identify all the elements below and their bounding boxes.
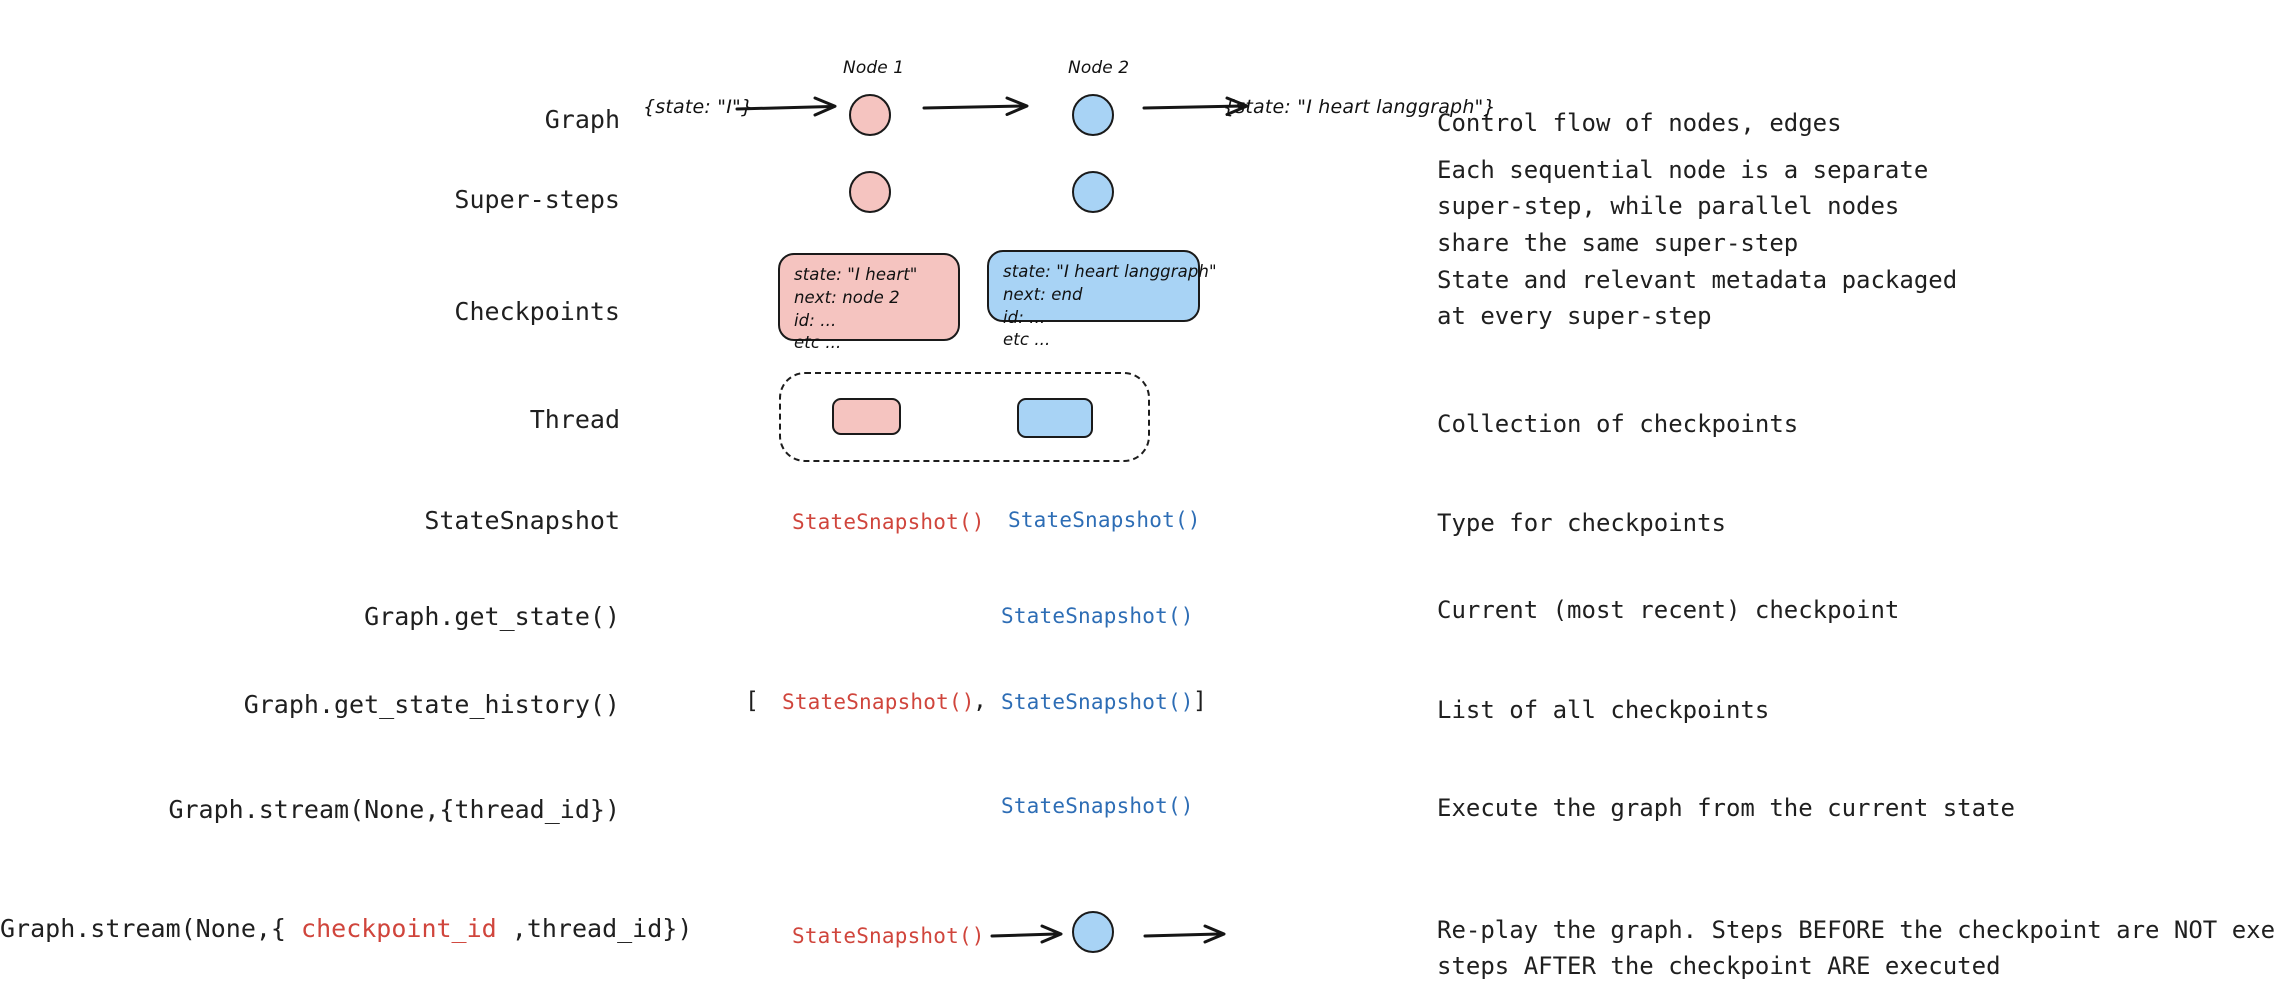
- graph-node-1-circle: [849, 94, 891, 136]
- checkpoint-blue-text: state: "I heart langgraph" next: end id: .…: [1003, 261, 1217, 352]
- stream-thread-snapshot-token: StateSnapshot(): [1001, 794, 1194, 818]
- history-snapshot-blue: StateSnapshot(): [1001, 690, 1194, 714]
- row-desc-stream-thread: Execute the graph from the current state: [1437, 794, 2015, 822]
- stream-label-suffix: ,thread_id}): [511, 914, 693, 943]
- stream-label-prefix: Graph.stream(None,{: [0, 914, 286, 943]
- history-bracket-close: ]: [1193, 688, 1207, 714]
- checkpoint-pink-line1: state: "I heart": [794, 265, 918, 284]
- replay-arrow-1: [990, 924, 1063, 944]
- row-label-stream-thread: Graph.stream(None,{thread_id}): [168, 795, 620, 824]
- checkpoint-blue-line2: next: end: [1003, 284, 1083, 304]
- row-label-stream-checkpoint: Graph.stream(None,{ checkpoint_id ,threa…: [0, 914, 692, 943]
- checkpoint-pink-line2: next: node 2: [794, 287, 900, 307]
- get-state-snapshot-token: StateSnapshot(): [1001, 604, 1194, 628]
- row-label-super-steps: Super-steps: [454, 185, 620, 214]
- row-desc-statesnapshot: Type for checkpoints: [1437, 509, 1726, 537]
- row-label-get-state-history: Graph.get_state_history(): [243, 690, 620, 719]
- statesnapshot-token-blue: StateSnapshot(): [1008, 508, 1201, 532]
- row-desc-get-state: Current (most recent) checkpoint: [1437, 596, 1900, 624]
- node-1-label: Node 1: [843, 58, 905, 78]
- superstep-node-2-circle: [1072, 171, 1114, 213]
- graph-output-state-text: {state: "I heart langgraph"}: [1223, 96, 1496, 118]
- row-label-statesnapshot: StateSnapshot: [424, 506, 620, 535]
- row-label-checkpoints: Checkpoints: [454, 297, 620, 326]
- thread-dashed-container: [779, 372, 1150, 462]
- row-label-get-state: Graph.get_state(): [364, 602, 620, 631]
- checkpoint-pink-text: state: "I heart" next: node 2 id: ... etc .…: [794, 264, 917, 355]
- row-desc-thread: Collection of checkpoints: [1437, 410, 1799, 438]
- history-comma: ,: [973, 688, 987, 714]
- graph-node-2-circle: [1072, 94, 1114, 136]
- statesnapshot-token-pink: StateSnapshot(): [792, 510, 985, 534]
- node-2-label: Node 2: [1068, 58, 1130, 78]
- replay-snapshot-token: StateSnapshot(): [792, 924, 985, 948]
- thread-checkpoint-pink: [832, 398, 901, 435]
- history-snapshot-pink: StateSnapshot(): [782, 690, 975, 714]
- row-label-graph: Graph: [544, 105, 620, 134]
- thread-checkpoint-blue: [1017, 398, 1093, 438]
- graph-arrow-2: [922, 96, 1029, 116]
- checkpoint-box-pink: state: "I heart" next: node 2 id: ... etc .…: [778, 253, 960, 352]
- row-desc-super-steps: Each sequential node is a separate super…: [1437, 156, 1929, 257]
- row-desc-get-state-history: List of all checkpoints: [1437, 696, 1770, 724]
- row-label-thread: Thread: [529, 405, 620, 434]
- row-desc-checkpoints: State and relevant metadata packaged at …: [1437, 266, 1958, 331]
- row-desc-stream-checkpoint: Re-play the graph. Steps BEFORE the chec…: [1437, 916, 2276, 981]
- replay-node-circle: [1072, 911, 1114, 953]
- superstep-node-1-circle: [849, 171, 891, 213]
- checkpoint-pink-line4: etc ...: [794, 333, 842, 353]
- checkpoint-box-blue: state: "I heart langgraph" next: end id: .…: [987, 250, 1217, 349]
- checkpoint-blue-line3: id: ...: [1003, 307, 1046, 327]
- checkpoint-blue-line1: state: "I heart langgraph": [1003, 262, 1217, 281]
- checkpoint-blue-line4: etc ...: [1003, 330, 1051, 350]
- graph-arrow-1: [735, 96, 837, 117]
- history-bracket-open: [: [745, 688, 759, 714]
- checkpoint-id-token: checkpoint_id: [285, 914, 512, 943]
- row-desc-graph: Control flow of nodes, edges: [1437, 109, 1842, 137]
- graph-arrow-3: [1142, 96, 1249, 116]
- graph-input-state-text: {state: "I"}: [643, 96, 754, 118]
- checkpoint-pink-line3: id: ...: [794, 310, 837, 330]
- replay-arrow-2: [1143, 924, 1226, 944]
